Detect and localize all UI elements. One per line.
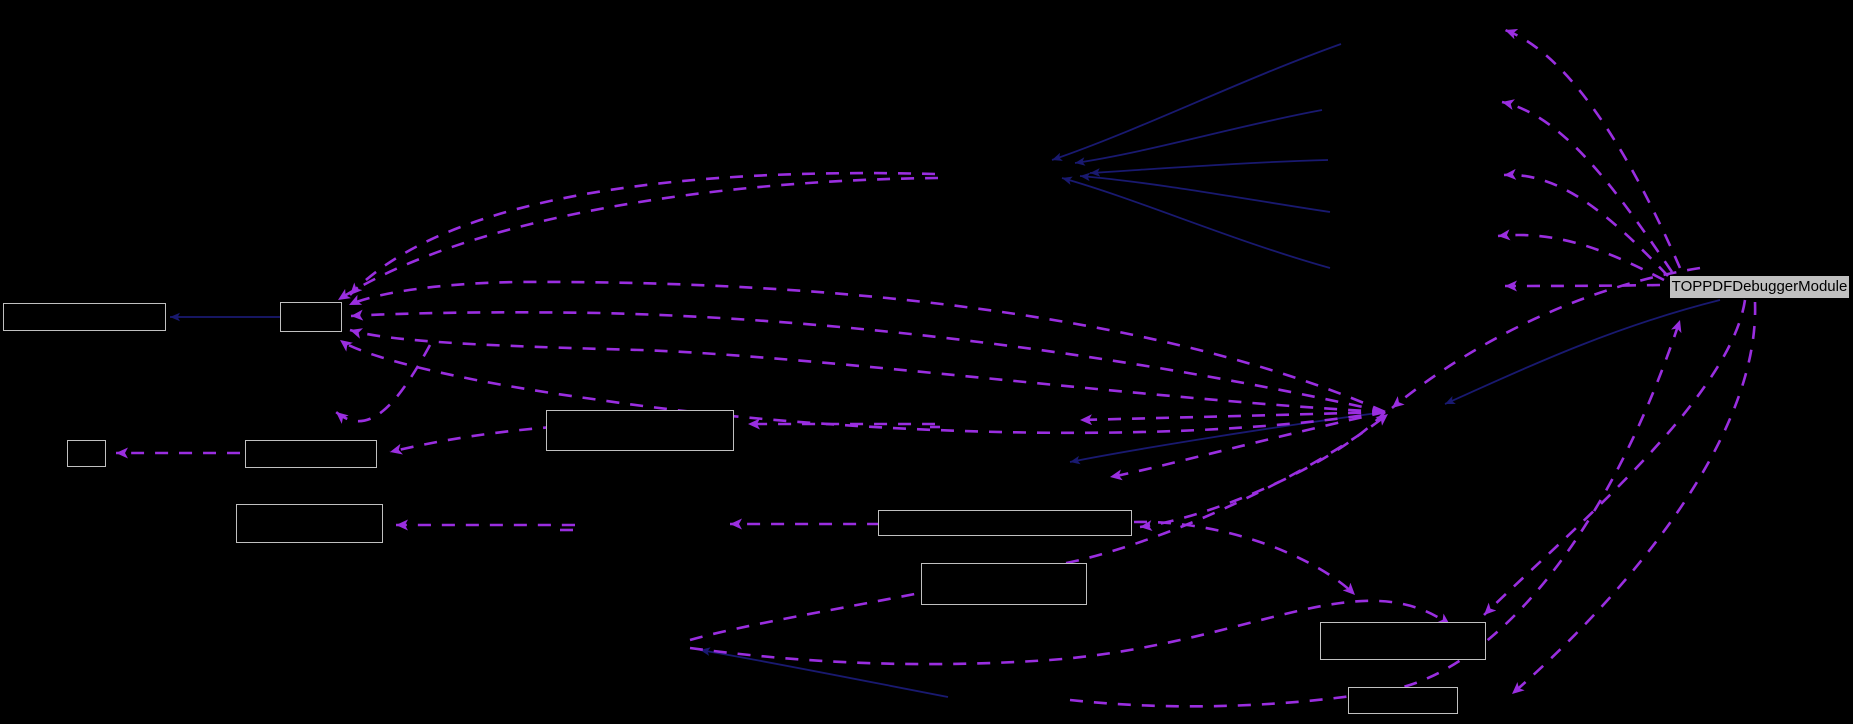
dashed-edge-group-mid — [730, 418, 935, 530]
dashed-edge-group-upper — [337, 171, 939, 302]
dashed-edge-l6 — [689, 599, 1451, 666]
node-caller-3[interactable] — [67, 440, 106, 467]
node-caller-7[interactable] — [878, 510, 1132, 536]
dashed-edge-h-out-6 — [1109, 410, 1386, 481]
node-caller-10[interactable] — [1348, 687, 1458, 714]
dashed-edge-h-out-2 — [350, 309, 1386, 414]
dashed-edge-h-in-1 — [1391, 266, 1701, 410]
node-caller-2[interactable] — [280, 302, 342, 332]
solid-edge-2 — [1074, 109, 1323, 166]
dashed-edge-r5 — [1504, 280, 1661, 292]
solid-edge-4 — [1079, 172, 1331, 213]
node-caller-5[interactable] — [236, 504, 383, 543]
solid-edge-5 — [1061, 176, 1331, 269]
node-root[interactable]: TOPPDFDebuggerModule — [1669, 275, 1850, 299]
dashed-edge-h-out-4 — [339, 338, 1386, 435]
dashed-edge-l5 — [689, 412, 1389, 642]
dashed-edge-u1 — [349, 171, 936, 296]
dashed-edge-l7 — [1069, 319, 1682, 708]
dashed-stub-group — [560, 425, 940, 532]
dashed-edge-r7 — [1511, 301, 1757, 695]
node-caller-4[interactable] — [245, 440, 377, 468]
solid-edge-root-hub-mid — [1444, 299, 1721, 405]
dashed-edge-u2 — [337, 176, 939, 302]
dashed-edge-h-out-1 — [348, 280, 1386, 414]
dashed-edge-group-root — [1483, 28, 1757, 695]
dashed-edge-r6 — [1483, 299, 1747, 616]
dashed-edge-h-out-5 — [1079, 410, 1386, 426]
solid-edge-1 — [1051, 43, 1342, 161]
dashed-edge-l4 — [335, 344, 432, 424]
dashed-edge-r2 — [1501, 99, 1674, 273]
node-caller-1[interactable] — [3, 303, 166, 331]
dashed-edge-group-hub — [339, 266, 1701, 532]
dashed-edge-r1 — [1504, 28, 1682, 269]
solid-edge-group-2 — [170, 299, 1721, 698]
solid-edge-bottom — [699, 647, 949, 698]
dashed-edge-h-out-3 — [349, 328, 1386, 414]
dashed-edge-r3 — [1503, 168, 1669, 277]
solid-edge-group — [1051, 43, 1342, 269]
solid-edge-3 — [1089, 159, 1329, 177]
node-caller-9[interactable] — [1320, 622, 1486, 660]
dashed-edge-l8 — [1133, 520, 1356, 596]
node-caller-8[interactable] — [921, 563, 1087, 605]
node-caller-6[interactable] — [546, 410, 734, 451]
dashed-edge-r4 — [1497, 229, 1665, 282]
